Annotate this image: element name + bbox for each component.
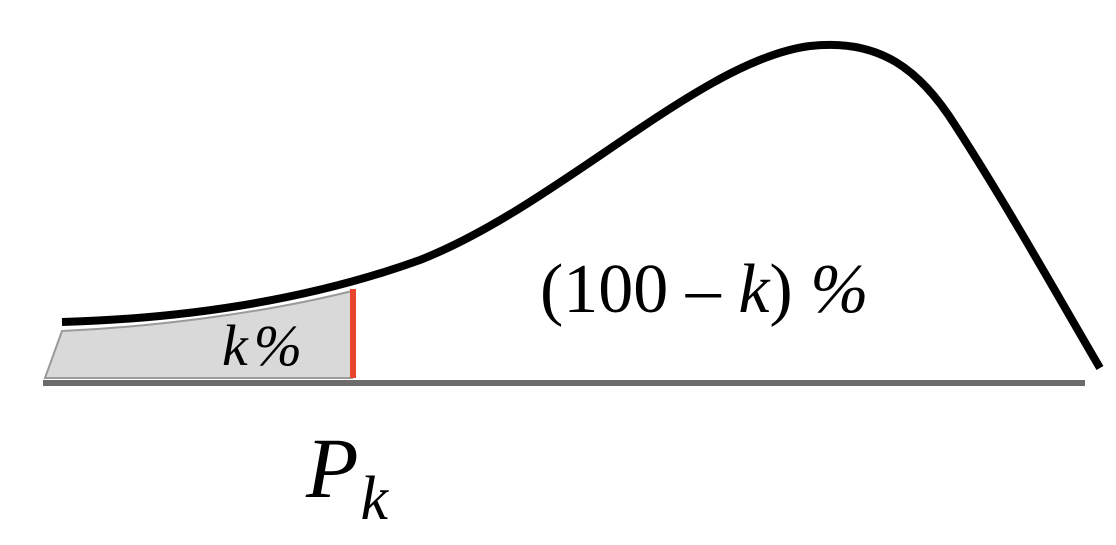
shaded-lower-tail xyxy=(43,289,353,379)
percentile-label: Pk xyxy=(305,420,390,533)
left-area-label: k% xyxy=(222,313,302,378)
distribution-curve xyxy=(61,40,1104,371)
right-area-label: (100 – k) % xyxy=(540,251,869,328)
